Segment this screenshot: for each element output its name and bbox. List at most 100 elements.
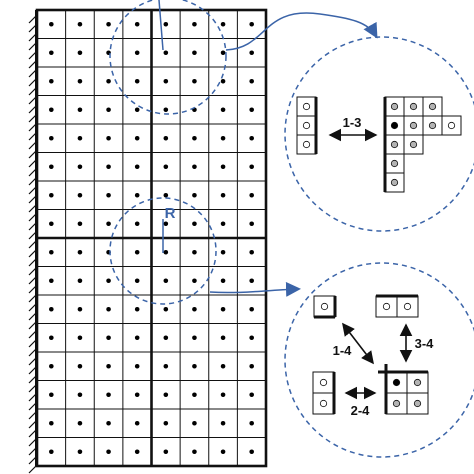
hatch-stroke <box>28 330 37 339</box>
node-point <box>49 392 54 398</box>
hatch-stroke <box>28 267 37 276</box>
hatch-stroke <box>28 195 37 204</box>
hatch-stroke <box>28 69 37 78</box>
node-point <box>134 392 140 398</box>
hatch-stroke <box>28 438 37 447</box>
hatch-stroke <box>28 375 37 384</box>
hatch-stroke <box>28 249 37 258</box>
node-point <box>106 420 111 426</box>
node-point <box>134 50 140 56</box>
fixed-wall-hatching <box>28 10 37 474</box>
zoom-region-top <box>109 0 378 115</box>
node-point <box>106 306 111 312</box>
node-point <box>220 392 226 398</box>
hatch-stroke <box>28 141 37 150</box>
node-point <box>49 363 54 369</box>
hatch-stroke <box>28 456 37 465</box>
hatch-stroke <box>28 204 37 213</box>
node-point <box>49 135 54 141</box>
hatch-stroke <box>28 411 37 420</box>
node-point <box>220 449 226 455</box>
node-point <box>220 306 226 312</box>
zoom-circle-top <box>109 0 227 115</box>
element-node <box>403 302 412 311</box>
node-point <box>106 135 111 141</box>
label-1-3: 1-3 <box>343 115 362 130</box>
node-point <box>77 135 83 141</box>
element-node <box>319 378 328 387</box>
zoom-pointer-top <box>158 0 164 51</box>
node-point <box>163 107 169 113</box>
node-point <box>220 50 226 56</box>
node-point <box>77 392 83 398</box>
node-point <box>49 164 54 170</box>
node-point <box>106 221 111 227</box>
node-point <box>192 278 197 284</box>
zoom-circle-middle <box>109 197 217 305</box>
element-node <box>382 302 391 311</box>
node-point <box>106 392 111 398</box>
node-point <box>49 420 54 426</box>
node-point <box>220 164 226 170</box>
element-node <box>302 140 311 149</box>
node-point <box>192 449 197 455</box>
hatch-stroke <box>28 276 37 285</box>
node-point <box>192 306 197 312</box>
inset-top-elements <box>296 96 462 193</box>
node-point <box>192 135 197 141</box>
node-point <box>49 221 54 227</box>
node-point <box>134 78 140 84</box>
node-point <box>134 278 140 284</box>
node-point <box>249 449 254 455</box>
node-point <box>249 420 254 426</box>
node-point <box>192 221 197 227</box>
node-point <box>49 306 54 312</box>
label-3-4: 3-4 <box>415 336 435 351</box>
element-node <box>413 399 422 408</box>
zoom-region-middle: R <box>109 197 301 305</box>
node-point <box>134 135 140 141</box>
node-point <box>220 135 226 141</box>
node-point <box>163 278 169 284</box>
node-point <box>163 50 169 56</box>
node-point <box>77 164 83 170</box>
node-point <box>49 50 54 56</box>
finite-element-mesh <box>35 8 268 468</box>
hatch-stroke <box>28 78 37 87</box>
hatch-stroke <box>28 186 37 195</box>
node-point <box>77 420 83 426</box>
node-point <box>163 78 169 84</box>
node-point <box>249 135 254 141</box>
node-point <box>134 449 140 455</box>
element-node <box>409 121 418 130</box>
node-point <box>220 192 226 198</box>
element-node <box>409 140 418 149</box>
node-point <box>134 335 140 341</box>
label-1-4: 1-4 <box>333 343 353 358</box>
node-point <box>77 78 83 84</box>
hatch-stroke <box>28 321 37 330</box>
node-point <box>163 363 169 369</box>
hatch-stroke <box>28 177 37 186</box>
node-point <box>192 21 197 27</box>
hatch-stroke <box>28 303 37 312</box>
node-point <box>192 335 197 341</box>
node-point <box>134 221 140 227</box>
node-point <box>163 135 169 141</box>
node-point <box>220 335 226 341</box>
node-point <box>249 278 254 284</box>
node-point <box>106 164 111 170</box>
node-point <box>77 192 83 198</box>
node-point <box>77 21 83 27</box>
node-point <box>249 392 254 398</box>
element-node <box>319 399 328 408</box>
node-point <box>163 306 169 312</box>
node-point <box>106 78 111 84</box>
hatch-stroke <box>28 96 37 105</box>
node-point <box>192 420 197 426</box>
zoom-connector-top <box>225 12 378 51</box>
element-node <box>390 159 399 168</box>
hatch-stroke <box>28 42 37 51</box>
hatch-stroke <box>28 24 37 33</box>
